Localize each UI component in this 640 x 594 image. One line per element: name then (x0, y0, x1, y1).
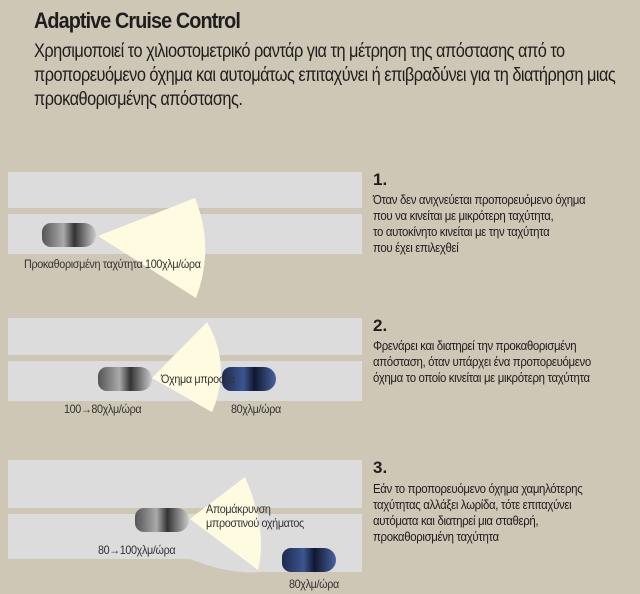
own-speed-label: 100→80χλμ/ώρα (64, 402, 142, 416)
front-vehicle-label: Όχημα μπροστά (161, 372, 235, 386)
own-car (135, 508, 189, 532)
front-car (282, 548, 336, 572)
step-description: Όταν δεν ανιχνεύεται προπορευόμενο όχημα… (373, 192, 586, 255)
radar-cone (98, 198, 206, 298)
own-speed-label: 80→100χλμ/ώρα (98, 543, 176, 557)
front-speed-label: 80χλμ/ώρα (231, 402, 281, 416)
intro-text: Χρησιμοποιεί το χιλιοστομετρικό ραντάρ γ… (34, 41, 616, 110)
own-car (42, 223, 96, 247)
own-car (98, 367, 152, 391)
step-number: 1. (373, 170, 388, 189)
page-title: Adaptive Cruise Control (34, 8, 241, 33)
front-car (222, 367, 276, 391)
step-number: 2. (373, 316, 388, 335)
front-speed-label: 80χλμ/ώρα (289, 577, 339, 591)
step-number: 3. (373, 458, 388, 477)
preset-speed-label: Προκαθορισμένη ταχύτητα 100χλμ/ώρα (24, 257, 201, 271)
road-lane (8, 460, 362, 508)
step-description: Φρενάρει και διατηρεί την προκαθορισμένη… (373, 338, 591, 385)
